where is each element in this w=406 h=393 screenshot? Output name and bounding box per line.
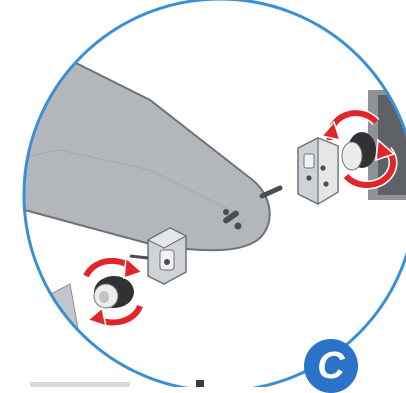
step-badge: C [304, 339, 358, 393]
upper-bracket [298, 138, 338, 204]
bottom-strip [30, 382, 130, 387]
lower-nut [94, 276, 134, 308]
